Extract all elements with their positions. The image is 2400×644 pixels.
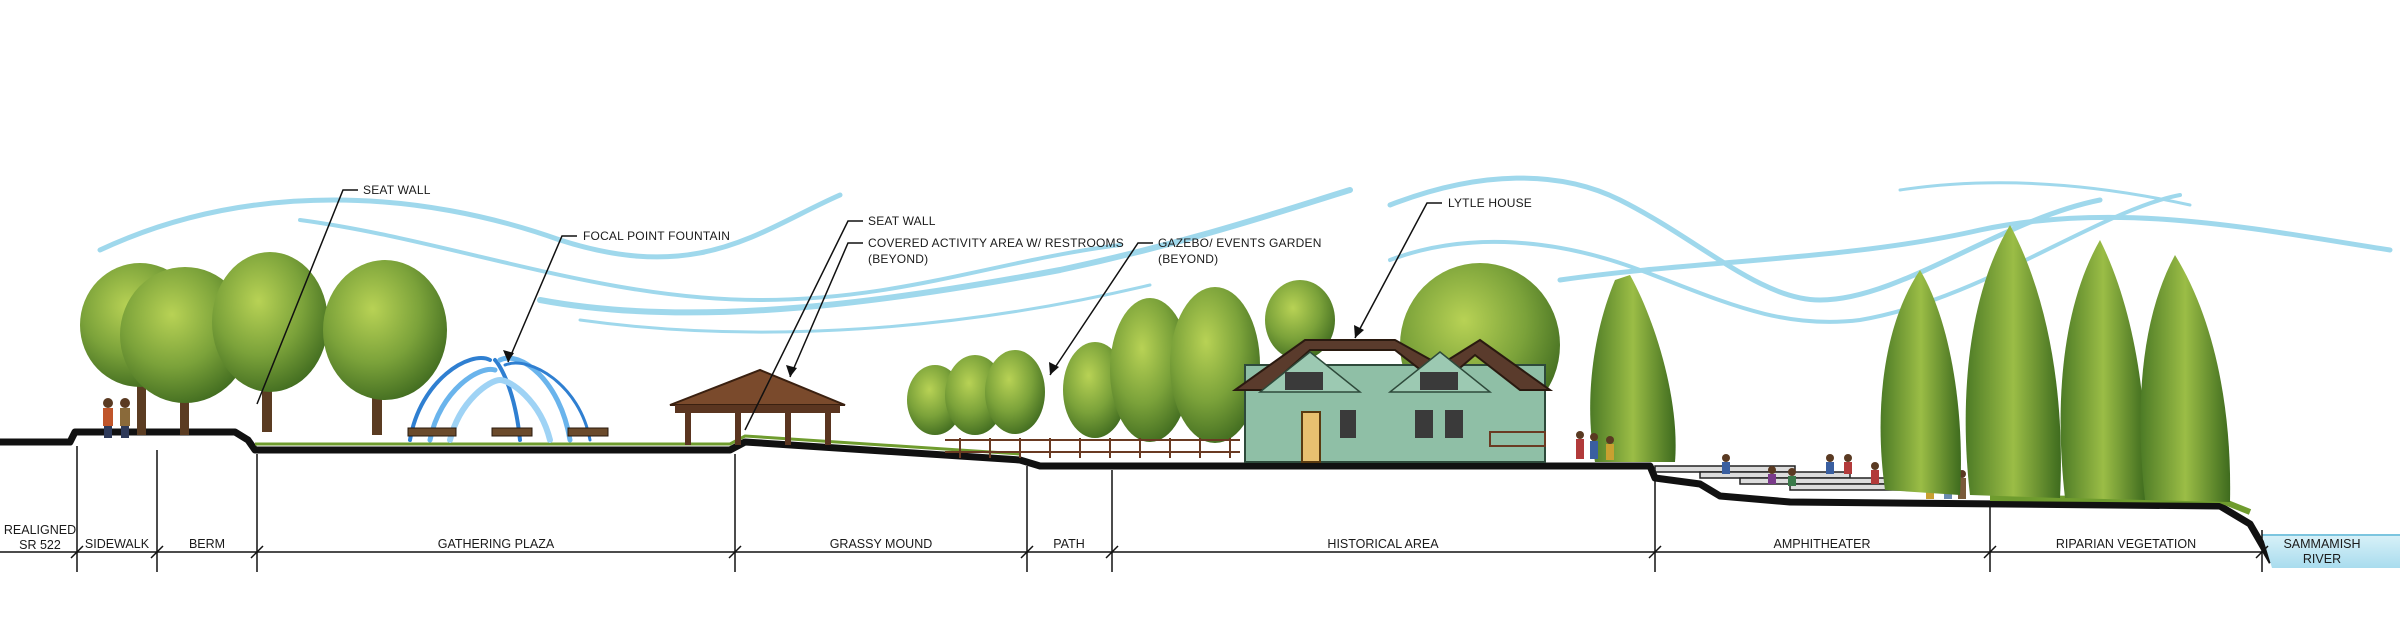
trees-left	[80, 252, 447, 435]
zone-gathering-plaza: GATHERING PLAZA	[438, 537, 555, 551]
person-body	[120, 408, 130, 426]
pavilion-fascia	[675, 405, 840, 413]
bench	[407, 427, 457, 437]
person-head	[120, 398, 130, 408]
leader-arrowheads	[503, 325, 1364, 377]
fountain-jet	[503, 361, 592, 442]
tree-canopy	[1170, 287, 1260, 443]
sky-stroke	[1557, 214, 2393, 283]
zone-realigned-sr522-line2: SR 522	[19, 538, 61, 552]
house-window	[1415, 410, 1433, 438]
pavilion-post	[825, 413, 831, 445]
fountain-jet	[408, 356, 492, 442]
zone-sammamish-river: SAMMAMISH	[2283, 537, 2360, 551]
bench	[567, 427, 609, 437]
pine-tree	[2060, 240, 2146, 500]
leader-gazebo	[1049, 242, 1153, 376]
pine-tree	[1880, 270, 1961, 495]
pine-tree	[1590, 275, 1676, 462]
tree-canopy	[323, 260, 447, 400]
person-body	[103, 408, 113, 426]
callout-labels: SEAT WALL FOCAL POINT FOUNTAIN SEAT WALL…	[363, 183, 1532, 266]
tree-trunk	[262, 360, 272, 432]
zone-path: PATH	[1053, 537, 1084, 551]
sky-stroke	[1898, 181, 2192, 207]
zone-riparian-vegetation: RIPARIAN VEGETATION	[2056, 537, 2196, 551]
sky-stroke	[537, 187, 1353, 316]
zone-sidewalk: SIDEWALK	[85, 537, 150, 551]
pavilion-post	[735, 413, 741, 445]
gazebo-garden-fence	[945, 438, 1240, 458]
tree-canopy	[1110, 298, 1190, 442]
tree-canopy	[985, 350, 1045, 434]
zone-sammamish-river-line2: RIVER	[2303, 552, 2341, 566]
zone-berm: BERM	[189, 537, 225, 551]
riparian-trees	[1880, 225, 2231, 502]
tree-trunk	[137, 365, 146, 435]
bench	[491, 427, 533, 437]
zone-historical-area: HISTORICAL AREA	[1327, 537, 1439, 551]
pavilion-roof	[669, 368, 846, 406]
house-door	[1301, 411, 1321, 463]
callout-gazebo-events-garden-note: (BEYOND)	[1158, 252, 1218, 266]
people-sidewalk	[103, 398, 130, 438]
house-window	[1340, 410, 1356, 438]
ground-fill	[0, 428, 2400, 644]
sky-stroke	[298, 218, 1122, 303]
sky-stroke	[97, 192, 843, 260]
callout-focal-point-fountain: FOCAL POINT FOUNTAIN	[583, 229, 730, 243]
pavilion-post	[685, 413, 691, 445]
leader-lytle-house	[1354, 202, 1442, 339]
house-window	[1285, 372, 1323, 390]
callout-leaders	[256, 189, 1442, 431]
fountain-jet	[427, 366, 498, 443]
person-legs	[104, 426, 112, 438]
pine-tree	[2140, 255, 2231, 502]
plaza-benches	[407, 427, 609, 437]
sky-strokes	[97, 175, 2393, 334]
tree-canopy	[212, 252, 328, 392]
callout-seat-wall-left: SEAT WALL	[363, 183, 431, 197]
zone-labels: REALIGNED SR 522 SIDEWALK BERM GATHERING…	[4, 523, 2361, 566]
sky-stroke	[578, 283, 1152, 334]
callout-gazebo-events-garden: GAZEBO/ EVENTS GARDEN	[1158, 236, 1322, 250]
zone-amphitheater: AMPHITHEATER	[1774, 537, 1871, 551]
sammamish-river	[2262, 534, 2400, 568]
callout-covered-activity-area-note: (BEYOND)	[868, 252, 928, 266]
leader-fountain	[507, 235, 577, 363]
house-window	[1420, 372, 1458, 390]
lytle-house	[1231, 338, 1554, 463]
leader-seat-wall-left	[256, 189, 358, 405]
trees-middle	[907, 280, 1335, 443]
leader-covered-area	[789, 242, 863, 378]
zone-dimension-line	[0, 446, 2263, 572]
pine-tree	[1965, 225, 2061, 498]
house-window	[1445, 410, 1463, 438]
callout-lytle-house: LYTLE HOUSE	[1448, 196, 1532, 210]
person-legs	[121, 426, 129, 438]
zone-tick-marks	[70, 545, 2269, 559]
zone-realigned-sr522: REALIGNED	[4, 523, 76, 537]
fountain-jet	[497, 377, 553, 443]
tree-trunk	[372, 365, 382, 435]
zone-grassy-mound: GRASSY MOUND	[830, 537, 933, 551]
pavilion-post	[785, 413, 791, 445]
house-porch-rail	[1489, 431, 1546, 447]
callout-covered-activity-area: COVERED ACTIVITY AREA W/ RESTROOMS	[868, 236, 1124, 250]
house-roof	[1231, 338, 1554, 391]
sky-stroke	[1388, 193, 2182, 324]
callout-seat-wall-mid: SEAT WALL	[868, 214, 936, 228]
ground-line	[0, 428, 2276, 564]
leader-seat-wall-mid	[744, 220, 863, 431]
sky-stroke	[1387, 175, 2103, 303]
covered-activity-area	[669, 368, 846, 445]
river-water	[2262, 535, 2400, 568]
person-head	[103, 398, 113, 408]
